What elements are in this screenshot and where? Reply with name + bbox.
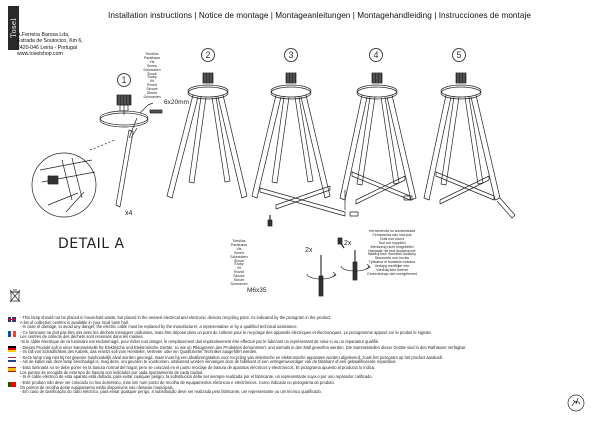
step-number-4: 4 (369, 48, 383, 62)
tool-label-line: Työkalua ei toimiteta mukana (368, 260, 416, 265)
tool-label-line: Gereedschap niet meegeleverd (366, 271, 418, 276)
company-line: www.toselshop.com (17, 51, 63, 58)
tool-label-line: Nástroj není součástí dodávky (367, 252, 417, 257)
company-line: A.Ferreira Barosa Lda, (17, 32, 70, 38)
screw-label-line: Schrauben (143, 67, 161, 72)
tool-label-line: Verktyg medföljer inte (374, 264, 410, 269)
warning-french: - Ce luminaire ne doit pas être mis avec… (8, 329, 593, 345)
step-3-illustration (251, 72, 346, 227)
recycling-hand-icon (567, 394, 585, 412)
step-1-illustration (31, 94, 163, 218)
step-number-3: 3 (284, 48, 298, 62)
tool-label-line: Outil non fourni (379, 236, 405, 241)
step-5-illustration (423, 72, 516, 219)
brand-logo: Tosel (8, 6, 19, 50)
step-2-illustration (166, 72, 248, 199)
portugal-flag-icon (8, 381, 16, 388)
screw-label-line: Vis (236, 246, 242, 251)
quantity-x4: x4 (125, 210, 133, 217)
netherlands-flag-icon (8, 356, 16, 363)
warning-text: - Dieses Produkt soll in einer Sammelste… (20, 344, 467, 355)
warning-text: - Este produto não deve ser colocado no … (20, 380, 335, 395)
page-title: Installation instructions | Notice de mo… (108, 11, 531, 20)
uk-flag-icon (8, 316, 16, 323)
tool-not-supplied-label: Herramienta no suministrada Ferramenta n… (363, 229, 421, 277)
weee-bin-icon (9, 289, 21, 303)
tool-label-line: Nanjadje nie jest dostarczone (368, 248, 416, 253)
screw-label-line: Schroeven (230, 281, 248, 286)
screw-label-line: Šruby (234, 262, 244, 267)
warning-english: - This lamp should not be placed in hous… (8, 315, 593, 330)
screw-label-line: Rovvit (147, 83, 157, 88)
screw-label-line: Šroub (234, 258, 244, 263)
screw-label-line: Tornillos (232, 239, 246, 243)
step-4-illustration (339, 72, 417, 217)
screw-label-line: Skruve (146, 87, 158, 92)
screwdriver-left (306, 255, 337, 297)
screw-label-line: Schrauben (230, 254, 248, 259)
screw-label-line: Skruve (233, 274, 245, 279)
warning-spanish: - Esta luminaria no se debe poner en la … (8, 366, 593, 380)
screw-label-line: Šruby (147, 75, 157, 80)
screw-label-line: Šroub (147, 71, 157, 76)
company-line: 2420-046 Leiria - Portugal (17, 44, 77, 51)
france-flag-icon (8, 331, 17, 337)
screw-label-line: Vis (149, 59, 155, 64)
screw-label-line: Screw (147, 63, 157, 68)
quantity-2x-right: 2x (344, 240, 352, 247)
warning-german: - Dieses Produkt soll in einer Sammelste… (8, 344, 593, 355)
warning-text: - Ce luminaire ne doit pas être mis avec… (20, 329, 432, 344)
step-number-5: 5 (452, 48, 466, 62)
screw-label-line: Schroeven (143, 94, 161, 99)
tool-label-line: Strumento non fornito (374, 256, 410, 261)
screw-label-line: Vít (149, 79, 155, 84)
tool-label-line: Værktøj ikke leveret (376, 268, 408, 273)
company-line: Estrada de Soutocico, Km 6, (17, 38, 83, 45)
tool-label-line: Herramienta no suministrada (368, 229, 416, 233)
warning-text: - Deze lamp mag niet bij het gewone huis… (20, 354, 444, 365)
germany-flag-icon (8, 346, 16, 352)
spain-flag-icon (8, 366, 16, 373)
screw-label-line: Skruer (146, 91, 158, 96)
screw-label-line: Parafusos (143, 55, 161, 60)
detail-a-label: DETAIL A (58, 236, 125, 252)
step-number-1: 1 (117, 73, 131, 87)
screw-label-line: Vít (236, 266, 242, 271)
warning-portuguese: - Este produto não deve ser colocado no … (8, 380, 593, 395)
step-number-2: 2 (201, 48, 215, 62)
screw-label-line: Tornillos (145, 52, 159, 56)
disposal-warnings: - This lamp should not be placed in hous… (8, 315, 593, 396)
tool-label-line: Tool not supplied (378, 240, 406, 245)
warning-dutch: - Deze lamp mag niet bij het gewone huis… (8, 354, 593, 365)
tool-label-line: Werkzeug nicht mitgeliefert (370, 244, 414, 249)
quantity-2x-left: 2x (305, 247, 313, 254)
warning-text: - Esta luminaria no se debe poner en la … (20, 365, 376, 380)
screw-size-top: 6x20mm (164, 99, 189, 106)
screw-label-top: Tornillos Parafusos Vis Screw Schrauben … (141, 52, 163, 100)
screwdriver-right (337, 237, 371, 281)
warning-text: - This lamp should not be placed in hous… (20, 315, 332, 330)
screw-label-bottom: Tornillos Parafusos Vis Screw Schrauben … (228, 239, 250, 287)
company-address: A.Ferreira Barosa Lda, Estrada de Soutoc… (17, 32, 83, 58)
screw-label-line: Rovvit (234, 270, 244, 275)
screw-size-bottom: M6x35 (247, 287, 267, 294)
screw-label-line: Screw (234, 250, 244, 255)
tool-label-line: Ferramenta não incluída (372, 232, 412, 237)
screw-label-line: Skruer (233, 278, 245, 283)
screw-label-line: Parafusos (230, 242, 248, 247)
